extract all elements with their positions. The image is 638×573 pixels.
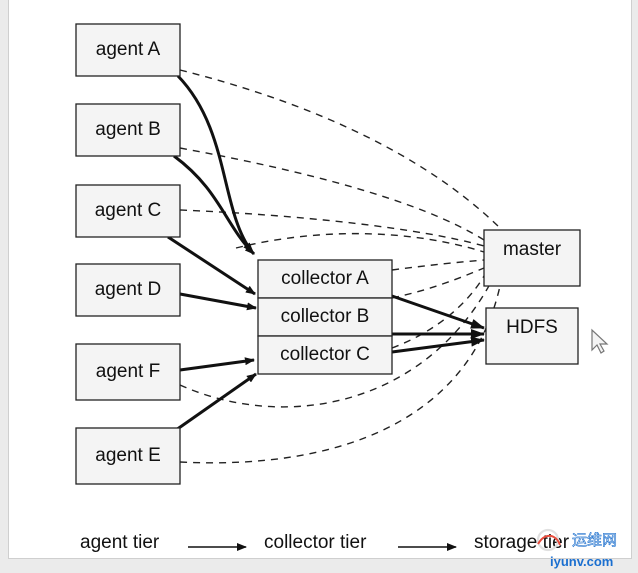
flow-agent-f-to-collector-c	[179, 357, 255, 372]
flow-agent-c-to-collector-a	[167, 235, 256, 296]
control-line-agent-a	[179, 69, 501, 229]
flow-agent-b-to-collector-a	[173, 154, 256, 256]
flow-agent-e-to-collector-c	[175, 372, 257, 432]
collector-node-c: collector C	[257, 335, 393, 375]
agent-node-e: agent E	[75, 427, 181, 485]
control-line-collector-a	[391, 259, 485, 271]
control-lines	[179, 69, 501, 464]
hdfs-label: HDFS	[506, 317, 558, 338]
tier-label-agent: agent tier	[80, 532, 160, 553]
hdfs-node: HDFS	[485, 307, 579, 365]
control-line-collector-c	[391, 275, 485, 349]
agent-node-a: agent A	[75, 23, 181, 77]
collector-label: collector A	[281, 268, 369, 289]
control-line-agent-d	[235, 232, 485, 253]
agent-label: agent B	[95, 119, 161, 140]
watermark-logo-swoosh-icon	[537, 534, 561, 546]
control-line-agent-c	[179, 209, 485, 247]
tier-label-storage: storage tier	[474, 532, 570, 553]
control-line-collector-b	[391, 267, 485, 299]
agent-label: agent F	[96, 361, 160, 382]
flow-agent-a-to-collector-a	[176, 74, 254, 253]
agent-node-b: agent B	[75, 103, 181, 157]
tier-legend: agent tier collector tier storage tier	[80, 532, 570, 553]
master-label: master	[503, 239, 562, 260]
agent-label: agent C	[95, 200, 162, 221]
mouse-cursor-icon	[591, 328, 609, 354]
collector-node-b: collector B	[257, 297, 393, 337]
collector-label: collector B	[281, 306, 370, 327]
agent-node-c: agent C	[75, 184, 181, 238]
agent-label: agent A	[96, 39, 161, 60]
tier-label-collector: collector tier	[264, 532, 367, 553]
data-flow-arrows	[167, 74, 485, 432]
watermark-name: 运维网	[572, 532, 617, 549]
flow-collector-a-to-hdfs	[391, 294, 485, 330]
flow-agent-d-to-collector-b	[179, 292, 257, 311]
watermark-url: iyunv.com	[550, 554, 613, 569]
collector-label: collector C	[280, 344, 370, 365]
agent-node-d: agent D	[75, 263, 181, 317]
agent-label: agent D	[95, 279, 162, 300]
master-node: master	[483, 229, 581, 287]
control-line-agent-b	[179, 147, 485, 241]
agent-node-f: agent F	[75, 343, 181, 401]
collector-node-a: collector A	[257, 259, 393, 299]
flow-collector-c-to-hdfs	[391, 336, 485, 354]
site-watermark: 运维网 iyunv.com	[536, 528, 617, 569]
control-line-agent-e	[179, 285, 501, 464]
agent-label: agent E	[95, 445, 161, 466]
